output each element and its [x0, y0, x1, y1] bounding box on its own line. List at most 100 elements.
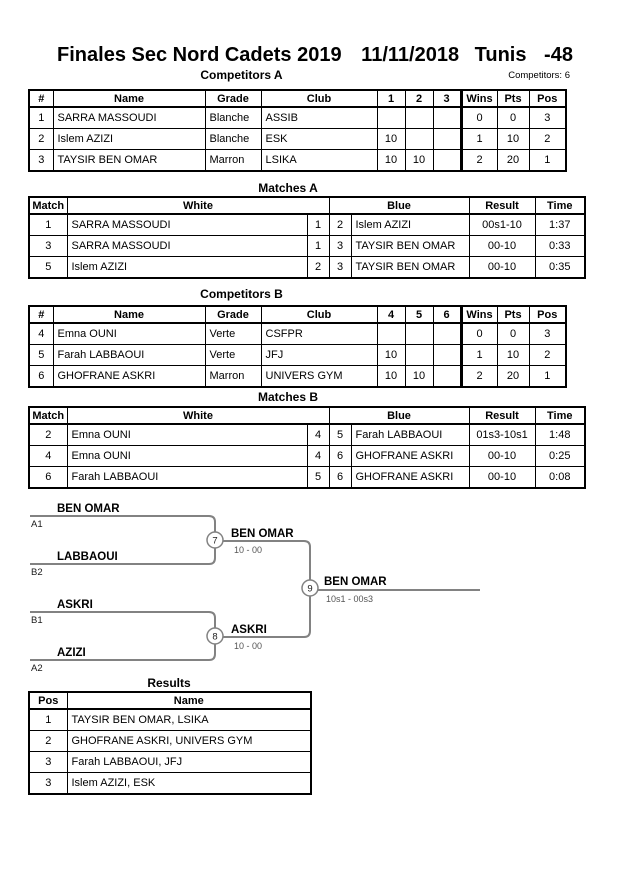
- cell: 1: [306, 235, 330, 257]
- cell: 10: [376, 149, 406, 172]
- cell: TAYSIR BEN OMAR: [52, 149, 206, 172]
- cell: TAYSIR BEN OMAR, LSIKA: [66, 708, 312, 731]
- col-header: Name: [66, 691, 312, 710]
- table-header-row: # Name Grade Club 1 2 3 Wins Pts Pos: [28, 89, 567, 108]
- bracket-line-semifinal-1: [223, 540, 311, 580]
- table-row: 3 Islem AZIZI, ESK: [28, 772, 312, 795]
- table-row: 1 SARRA MASSOUDI Blanche ASSIB 0 0 3: [28, 106, 567, 129]
- cell: GHOFRANE ASKRI: [52, 365, 206, 388]
- cell: 6: [328, 466, 352, 489]
- cell: 3: [28, 235, 68, 257]
- cell: 00-10: [468, 466, 536, 489]
- cell: 10: [496, 344, 530, 366]
- cell: Verte: [204, 344, 262, 366]
- cell: [432, 344, 462, 366]
- cell: ASSIB: [260, 106, 378, 129]
- cell: Farah LABBAOUI: [52, 344, 206, 366]
- bracket-line-entry-1: [30, 515, 216, 532]
- match-circle-9: [301, 579, 319, 597]
- final-winner: BEN OMAR: [324, 576, 387, 588]
- cell: 5: [306, 466, 330, 489]
- matches-a-table: Match White Blue Result Time 1 SARRA MAS…: [28, 196, 586, 279]
- cell: Emna OUNI: [66, 423, 308, 446]
- col-header: Blue: [328, 406, 470, 425]
- elimination-bracket: BEN OMAR A1 LABBAOUI B2 ASKRI B1 AZIZI A…: [30, 503, 480, 674]
- cell: 10: [376, 365, 406, 388]
- page-title: Finales Sec Nord Cadets 2019 11/11/2018 …: [0, 44, 630, 67]
- cell: 0: [496, 322, 530, 345]
- cell: 2: [459, 365, 498, 388]
- cell: Marron: [204, 149, 262, 172]
- cell: 00-10: [468, 256, 536, 279]
- title-event: Finales Sec Nord Cadets 2019: [57, 44, 342, 66]
- cell: 1:48: [534, 423, 586, 446]
- cell: 2: [28, 730, 68, 752]
- cell: Blanche: [204, 128, 262, 150]
- cell: 1: [28, 708, 68, 731]
- cell: 1:37: [534, 213, 586, 236]
- cell: ESK: [260, 128, 378, 150]
- table-row: 3 TAYSIR BEN OMAR Marron LSIKA 10 10 2 2…: [28, 149, 567, 172]
- cell: CSFPR: [260, 322, 378, 345]
- semifinal-2-score: 10 - 00: [234, 641, 262, 651]
- cell: 10: [404, 149, 434, 172]
- competitors-b-heading: Competitors B: [200, 287, 283, 301]
- table-row: 4 Emna OUNI 4 6 GHOFRANE ASKRI 00-10 0:2…: [28, 445, 586, 467]
- cell: [404, 344, 434, 366]
- cell: 1: [306, 213, 330, 236]
- cell: 00-10: [468, 235, 536, 257]
- cell: [432, 128, 462, 150]
- cell: 10: [376, 344, 406, 366]
- table-row: 1 SARRA MASSOUDI 1 2 Islem AZIZI 00s1-10…: [28, 213, 586, 236]
- cell: Marron: [204, 365, 262, 388]
- col-header: 4: [376, 305, 406, 324]
- cell: 3: [28, 772, 68, 795]
- bracket-entry-name: BEN OMAR: [57, 503, 120, 515]
- table-row: 2 GHOFRANE ASKRI, UNIVERS GYM: [28, 730, 312, 752]
- col-header: 1: [376, 89, 406, 108]
- cell: 0:33: [534, 235, 586, 257]
- cell: 0: [459, 106, 498, 129]
- match-circle-8: [206, 627, 224, 645]
- cell: 0: [459, 322, 498, 345]
- match-circle-7: [206, 531, 224, 549]
- col-header: #: [28, 305, 54, 324]
- results-heading: Results: [147, 676, 191, 690]
- bracket-entry-name: LABBAOUI: [57, 551, 118, 563]
- col-header: Result: [468, 406, 536, 425]
- col-header: Grade: [204, 89, 262, 108]
- table-row: 2 Islem AZIZI Blanche ESK 10 1 10 2: [28, 128, 567, 150]
- table-row: 6 Farah LABBAOUI 5 6 GHOFRANE ASKRI 00-1…: [28, 466, 586, 489]
- table-row: 1 TAYSIR BEN OMAR, LSIKA: [28, 708, 312, 731]
- matches-b-heading: Matches B: [257, 390, 319, 404]
- cell: 2: [328, 213, 352, 236]
- bracket-entry-name: ASKRI: [57, 599, 93, 611]
- col-header: Result: [468, 196, 536, 215]
- cell: 20: [496, 149, 530, 172]
- table-row: 4 Emna OUNI Verte CSFPR 0 0 3: [28, 322, 567, 345]
- table-row: 6 GHOFRANE ASKRI Marron UNIVERS GYM 10 1…: [28, 365, 567, 388]
- col-header: Pos: [28, 691, 68, 710]
- cell: 2: [528, 344, 567, 366]
- cell: 1: [459, 344, 498, 366]
- final-score: 10s1 - 00s3: [326, 594, 373, 604]
- cell: Islem AZIZI, ESK: [66, 772, 312, 795]
- col-header: Club: [260, 89, 378, 108]
- col-header: Wins: [459, 305, 498, 324]
- cell: 1: [528, 149, 567, 172]
- cell: 2: [528, 128, 567, 150]
- bracket-entry-seed: A1: [31, 519, 43, 530]
- cell: 01s3-10s1: [468, 423, 536, 446]
- bracket-line-entry-4: [30, 644, 216, 661]
- cell: Farah LABBAOUI: [66, 466, 308, 489]
- match-number: 7: [212, 536, 217, 547]
- semifinal-1-winner: BEN OMAR: [231, 528, 294, 540]
- table-row: 3 SARRA MASSOUDI 1 3 TAYSIR BEN OMAR 00-…: [28, 235, 586, 257]
- cell: 10: [404, 365, 434, 388]
- cell: Islem AZIZI: [350, 213, 470, 236]
- table-header-row: Pos Name: [28, 691, 312, 710]
- col-header: White: [66, 196, 330, 215]
- table-header-row: Match White Blue Result Time: [28, 196, 586, 215]
- col-header: Blue: [328, 196, 470, 215]
- match-number: 9: [307, 584, 312, 595]
